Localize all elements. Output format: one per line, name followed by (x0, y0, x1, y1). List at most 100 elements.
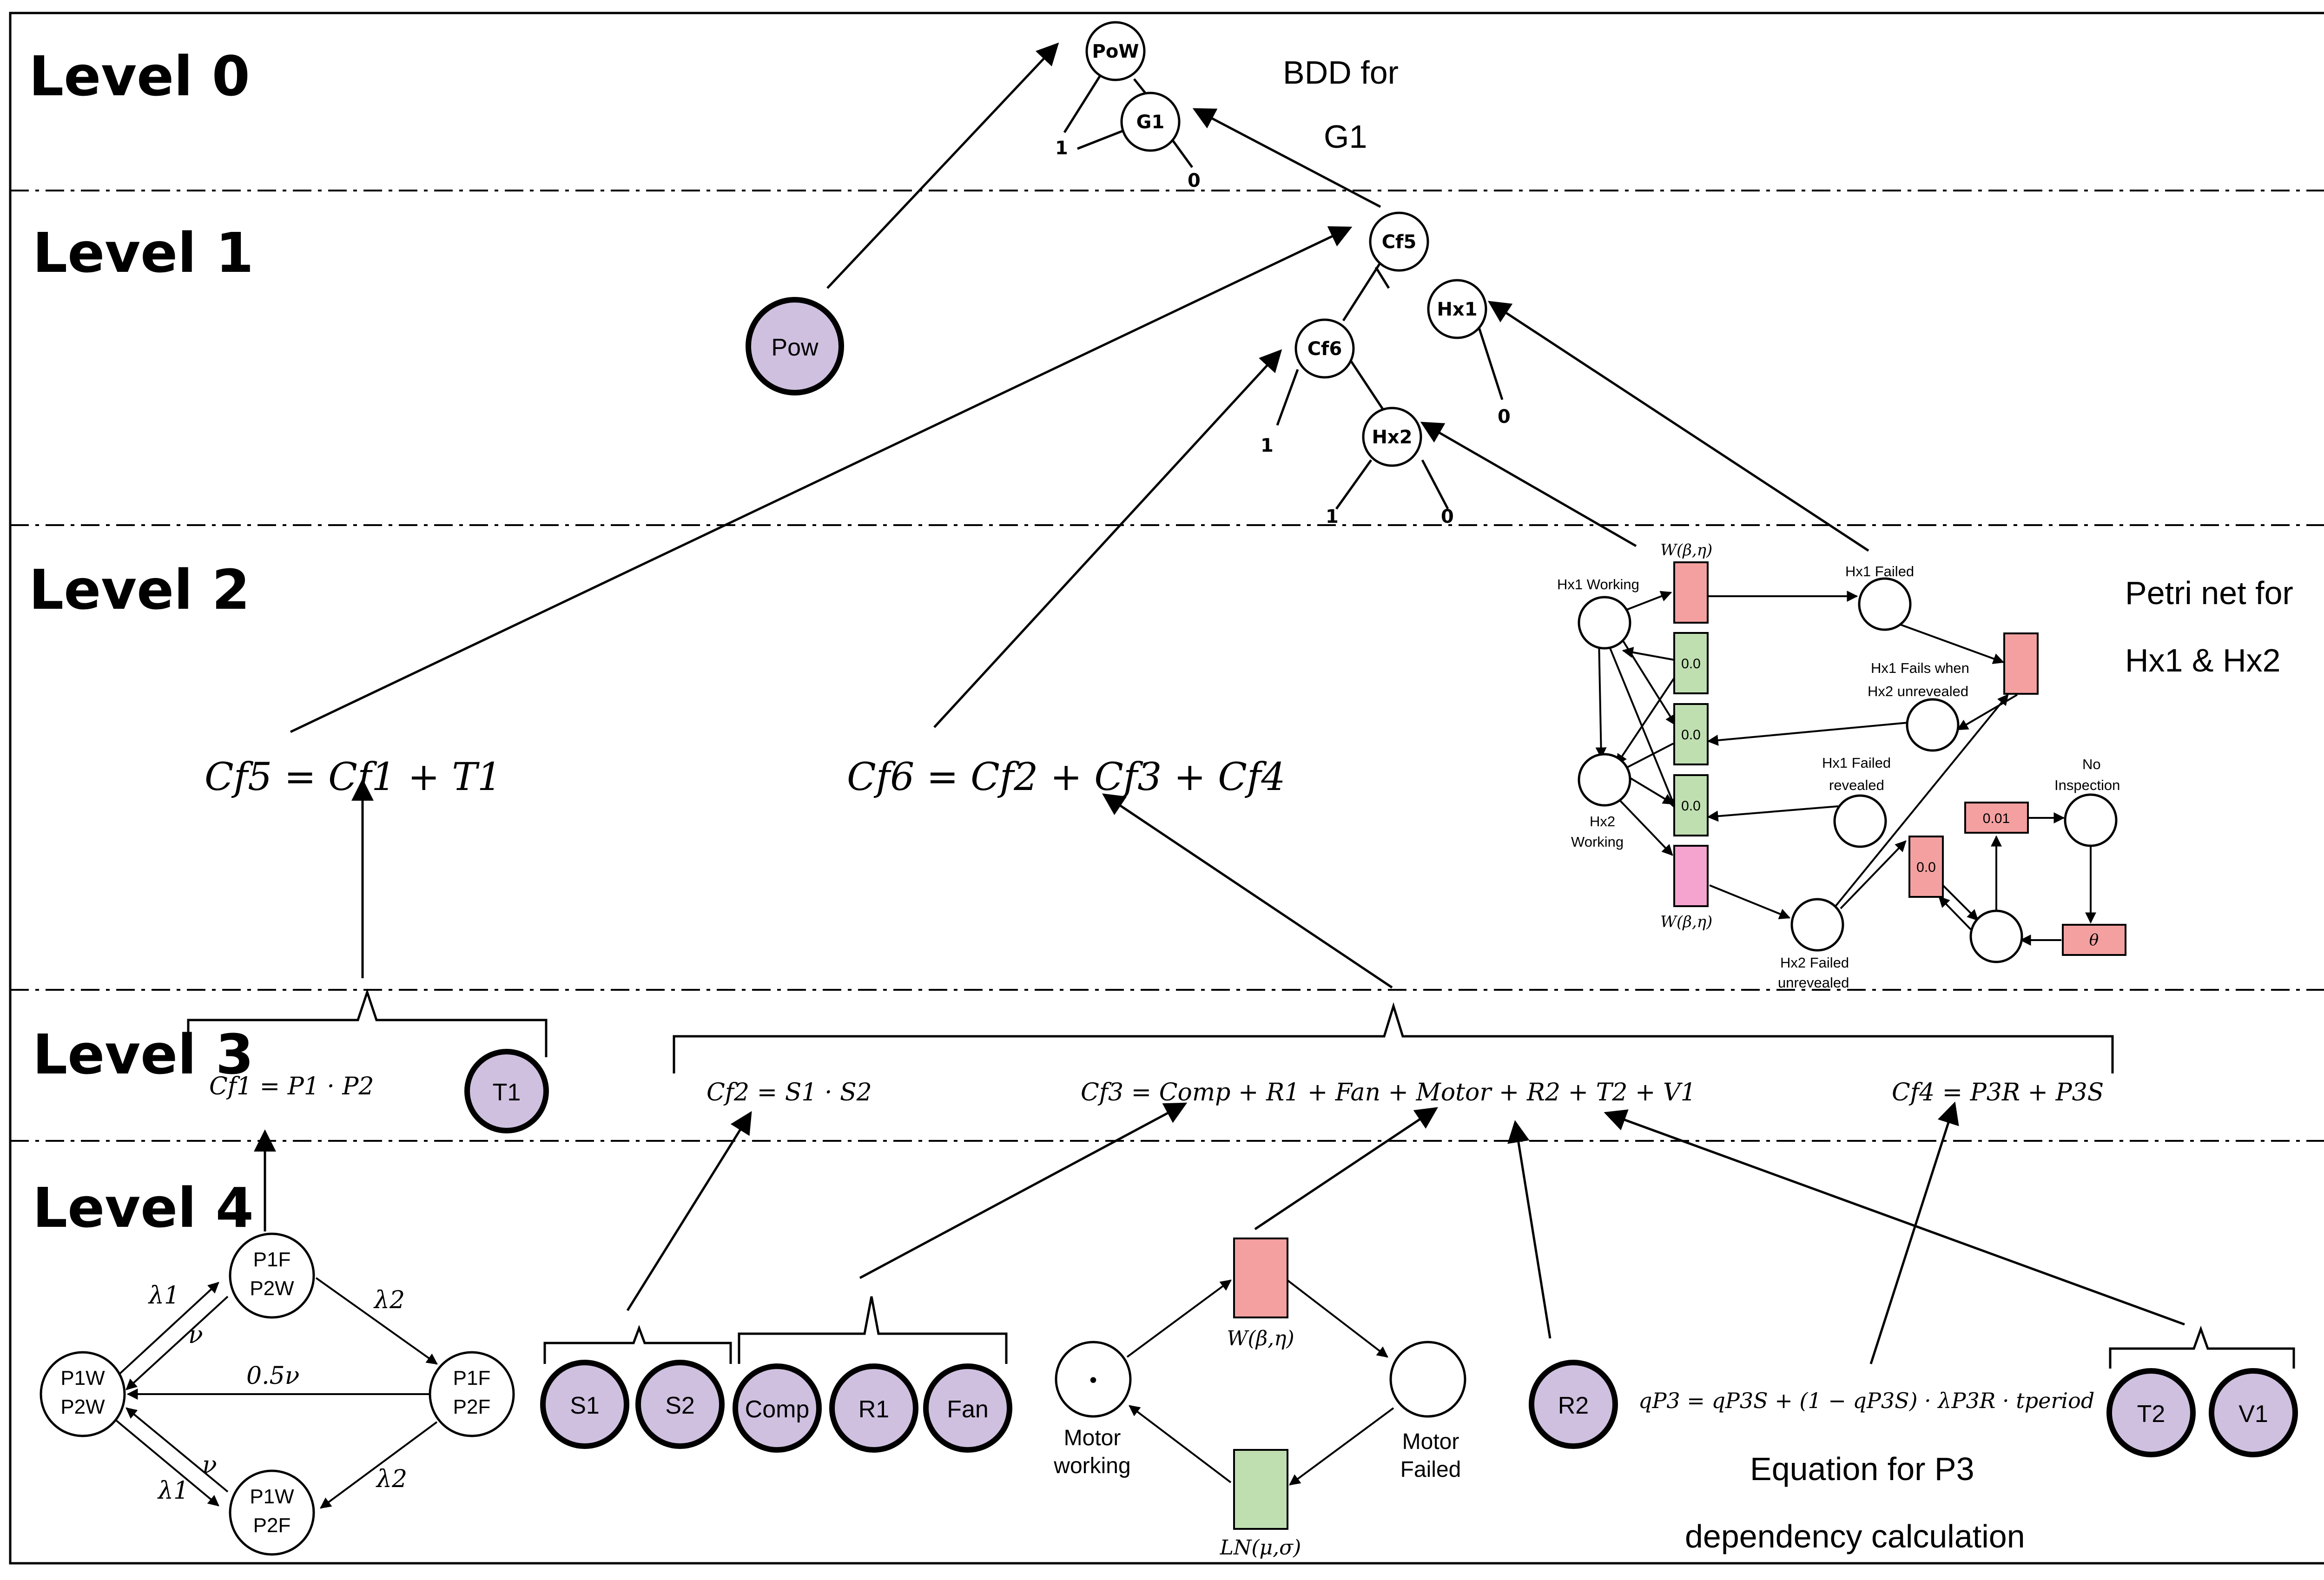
arrow-r2-to-cf3 (1507, 1120, 1552, 1339)
place-no-inspection (2064, 793, 2118, 847)
petri-caption-line2: Hx1 & Hx2 (2125, 642, 2281, 678)
arrow-cf6eq-to-cf6 (933, 349, 1282, 728)
petri-net-motor: • W(β,η) LN(μ,σ) Motor working Motor Fai… (1053, 1238, 1466, 1560)
component-t2 (2106, 1368, 2196, 1457)
motor-token: • (1089, 1368, 1097, 1392)
dependency-arrows (254, 42, 2185, 1364)
markov-label-half-nu: 0.5ν (246, 1362, 299, 1390)
bdd-terminal-hx1-zero: 0 (1498, 406, 1511, 428)
label-no-inspection-1: No (2082, 756, 2101, 772)
markov-label-lambda1-top: λ1 (148, 1282, 179, 1310)
label-hx1-fails-when-1: Hx1 Fails when (1871, 660, 1969, 676)
bdd-node-cf6-label: Cf6 (1307, 338, 1342, 360)
arc-pink-to-hx2fu (1709, 884, 1791, 919)
component-t1 (464, 1049, 549, 1133)
markov-state-2 (229, 1232, 315, 1319)
arrow-tv-to-cf3 (1604, 1109, 2185, 1326)
markov-chain: P1W P2W P1F P2W P1F P2F P1W P2F λ1 ν λ2 … (40, 1232, 515, 1556)
bdd-caption-line1: BDD for (1283, 54, 1399, 91)
label-hx2-working-2: Working (1571, 834, 1624, 850)
equation-caption-line2: dependency calculation (1685, 1518, 2025, 1554)
transition-hx1-fails (2003, 632, 2039, 695)
transition-rate-001 (1964, 802, 2029, 834)
markov-label-lambda2-top: λ2 (373, 1286, 405, 1314)
level-2-label: Level 2 (29, 558, 250, 622)
component-fan (923, 1363, 1012, 1453)
transition-theta (2062, 924, 2126, 956)
markov-state-1-b: P2W (60, 1396, 105, 1418)
arc-revealed-to-g3 (1707, 805, 1839, 822)
bdd-terminal-zero: 0 (1188, 170, 1201, 191)
component-comp-label: Comp (745, 1396, 810, 1423)
motor-arc-working-to-fail (1126, 1279, 1232, 1358)
markov-label-lambda1-bottom: λ1 (157, 1477, 189, 1505)
label-theta: θ (2089, 931, 2099, 949)
component-t2-label: T2 (2137, 1401, 2166, 1428)
bdd-edge-pow-1 (1063, 69, 1105, 133)
arrow-pow-to-bdd (826, 42, 1059, 289)
arc-fails-to-g2 (1707, 722, 1908, 746)
arc-inspect-to-r1 (1938, 896, 1972, 930)
markov-label-nu-bottom: ν (202, 1451, 217, 1479)
motor-arc-repair-to-working (1129, 1405, 1232, 1483)
arrow-s-to-cf2 (626, 1111, 752, 1311)
transition-revealed (1908, 836, 1944, 898)
level-4-label: Level 4 (33, 1176, 254, 1240)
equation-caption-line1: Equation for P3 (1750, 1451, 1974, 1487)
equation-qp3: qP3 = qP3S + (1 − qP3S) · λP3R · tperiod (1638, 1388, 2094, 1413)
label-no-inspection-2: Inspection (2054, 777, 2120, 793)
markov-arc-3-4 (320, 1421, 438, 1509)
place-hx2-failed-unrevealed (1790, 898, 1844, 952)
bdd-edge-hx2-0 (1421, 459, 1449, 510)
markov-state-2-a: P1F (253, 1248, 291, 1271)
brace-cf5 (187, 988, 548, 1057)
markov-arc-1-4 (114, 1419, 219, 1507)
transition-weibull-hx2 (1673, 845, 1709, 907)
component-t1-label: T1 (493, 1079, 521, 1106)
level-1-label: Level 1 (33, 221, 254, 285)
arrow-petri-to-hx2 (1420, 421, 1637, 547)
bdd-terminal-cf6-one: 1 (1261, 435, 1274, 456)
motor-label-working-1: Motor (1064, 1426, 1121, 1450)
motor-place-failed (1389, 1341, 1466, 1418)
markov-arc-2-3 (315, 1277, 438, 1365)
brace-t2-v1 (2109, 1325, 2295, 1369)
markov-label-lambda2-bottom: λ2 (376, 1465, 407, 1493)
brace-cf6 (673, 1002, 2114, 1073)
bdd-node-cf6 (1294, 318, 1355, 379)
bdd-node-hx1-label: Hx1 (1437, 299, 1477, 320)
motor-label-failed-1: Motor (1402, 1429, 1459, 1454)
arc-hx2fu-to-r1 (1840, 840, 1907, 909)
markov-state-3 (429, 1351, 515, 1437)
motor-transition-weibull (1233, 1238, 1288, 1318)
label-hx1-failed-revealed-1: Hx1 Failed (1822, 755, 1891, 771)
motor-place-working (1055, 1341, 1132, 1418)
markov-label-nu-top: ν (188, 1321, 203, 1349)
motor-arc-fail-to-failed (1287, 1279, 1388, 1358)
brace-s1-s2 (543, 1324, 732, 1364)
component-r2-label: R2 (1558, 1392, 1589, 1419)
component-fan-label: Fan (947, 1396, 989, 1423)
motor-label-weibull: W(β,η) (1227, 1327, 1294, 1350)
markov-state-4-a: P1W (250, 1485, 294, 1508)
component-s2 (635, 1360, 725, 1449)
transition-weibull-hx1 (1673, 561, 1709, 624)
markov-arc-2-1 (125, 1296, 229, 1390)
arc-hx1w-g2 (1617, 631, 1677, 726)
brace-comp-r1-fan (738, 1296, 1008, 1364)
equation-cf6: Cf6 = Cf2 + Cf3 + Cf4 (847, 755, 1286, 799)
bdd-node-g1-label: G1 (1136, 112, 1165, 133)
arrow-level3-to-cf6eq (1102, 793, 1393, 989)
component-r2 (1529, 1360, 1618, 1449)
markov-state-3-a: P1F (453, 1367, 491, 1389)
component-comp (733, 1363, 822, 1453)
component-v1-label: V1 (2238, 1401, 2268, 1428)
place-hx1-failed (1858, 577, 1912, 631)
equation-cf3: Cf3 = Comp + R1 + Fan + Motor + R2 + T2 … (1081, 1079, 1696, 1106)
markov-state-2-b: P2W (250, 1277, 294, 1300)
place-hx1-fails-when (1906, 698, 1960, 752)
arrow-petri-to-hx1 (1487, 301, 1869, 552)
component-r1 (829, 1363, 918, 1453)
transition-zero-1 (1673, 632, 1709, 694)
